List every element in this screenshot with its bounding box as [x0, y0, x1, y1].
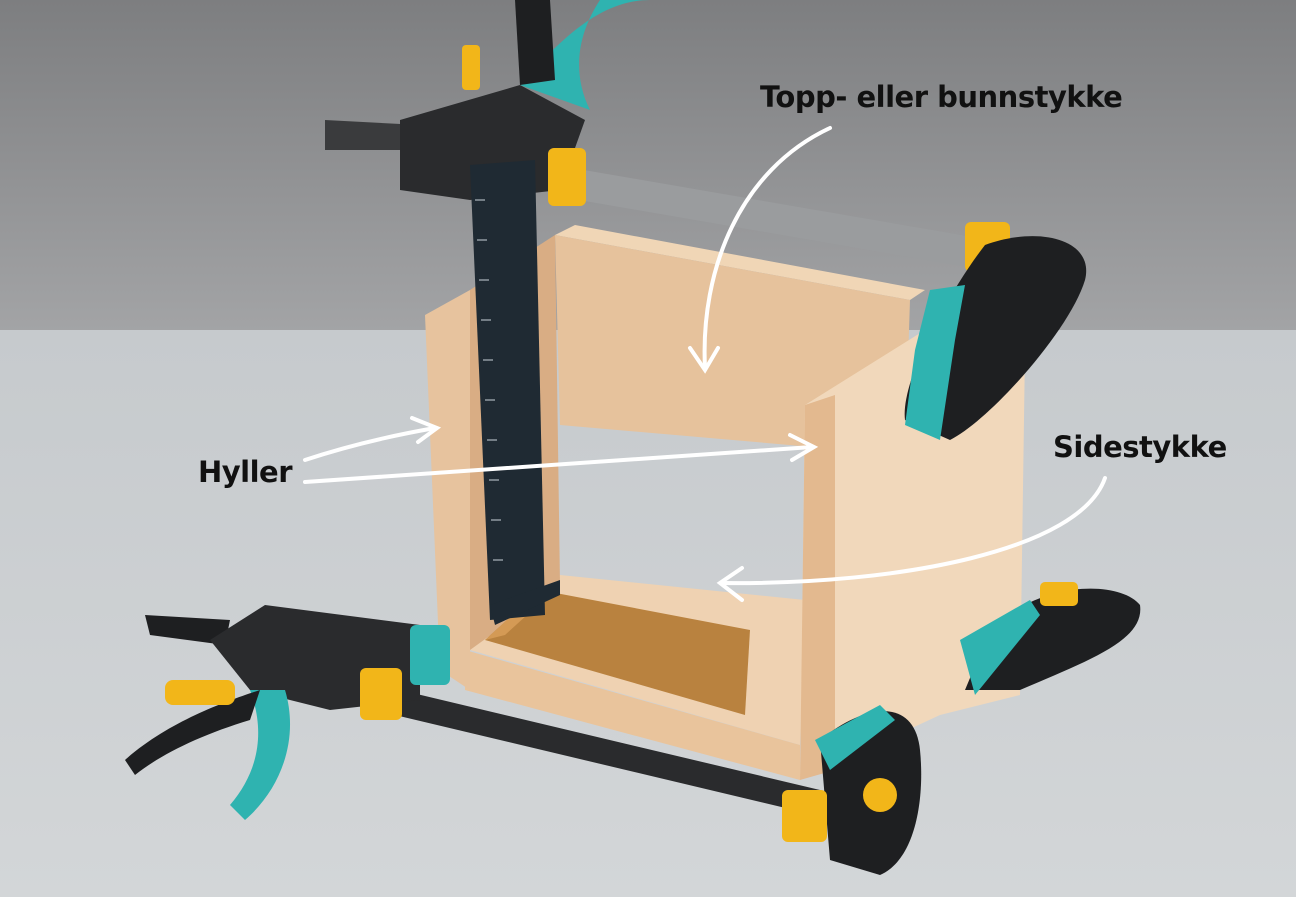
top-clamp-handle	[520, 0, 650, 110]
label-side-piece: Sidestykke	[1053, 430, 1227, 464]
arrow-shelf-left-head	[410, 416, 442, 444]
top-clamp-bar	[550, 165, 990, 270]
bottom-clamp-bar	[395, 690, 820, 815]
bottom-right-knob	[863, 778, 897, 812]
right-clamp-yellow-pad	[1040, 582, 1078, 606]
right-top-clamp-teal	[905, 285, 965, 440]
bottom-left-teal-pad	[410, 625, 450, 685]
steel-square-ruler	[470, 160, 545, 620]
arrow-top-piece	[702, 126, 832, 370]
arrow-top-piece-head	[688, 346, 720, 374]
label-shelves: Hyller	[198, 455, 293, 489]
right-clamp-teal	[960, 600, 1040, 695]
top-clamp-yellow-tab	[462, 45, 480, 90]
arrow-side-piece	[720, 476, 1107, 586]
steel-square-foot	[490, 580, 560, 625]
top-clamp-rear-bar	[325, 120, 420, 150]
bottom-left-trigger	[125, 690, 260, 775]
arrow-shelf-right	[303, 445, 814, 484]
left-side-panel	[425, 290, 470, 690]
annotation-arrows	[303, 126, 1107, 602]
right-top-clamp-jaw	[904, 236, 1087, 440]
top-clamp-trigger	[515, 0, 555, 85]
arrow-side-piece-head	[716, 566, 744, 602]
arrow-shelf-left	[303, 426, 437, 462]
bottom-right-yellow-pad	[782, 790, 827, 842]
right-clamp-jaw	[965, 588, 1141, 690]
label-top-bottom-piece: Topp- eller bunnstykke	[760, 80, 1123, 114]
bottom-left-yellow-pad	[360, 668, 402, 720]
right-side-edge	[800, 395, 835, 780]
back-panel-top	[555, 225, 925, 300]
top-clamp-yellow-pad	[548, 148, 586, 206]
wood-block	[485, 590, 750, 715]
bottom-left-yellow-tab	[165, 680, 235, 705]
bottom-front-edge	[465, 650, 800, 780]
arrow-shelf-right-head	[788, 433, 819, 462]
ruler-ticks	[475, 199, 503, 561]
top-clamp-body	[400, 85, 585, 200]
bottom-left-rear-bar	[145, 615, 230, 645]
bottom-left-clamp-handle	[230, 690, 291, 820]
bottom-right-clamp-teal	[815, 705, 895, 770]
